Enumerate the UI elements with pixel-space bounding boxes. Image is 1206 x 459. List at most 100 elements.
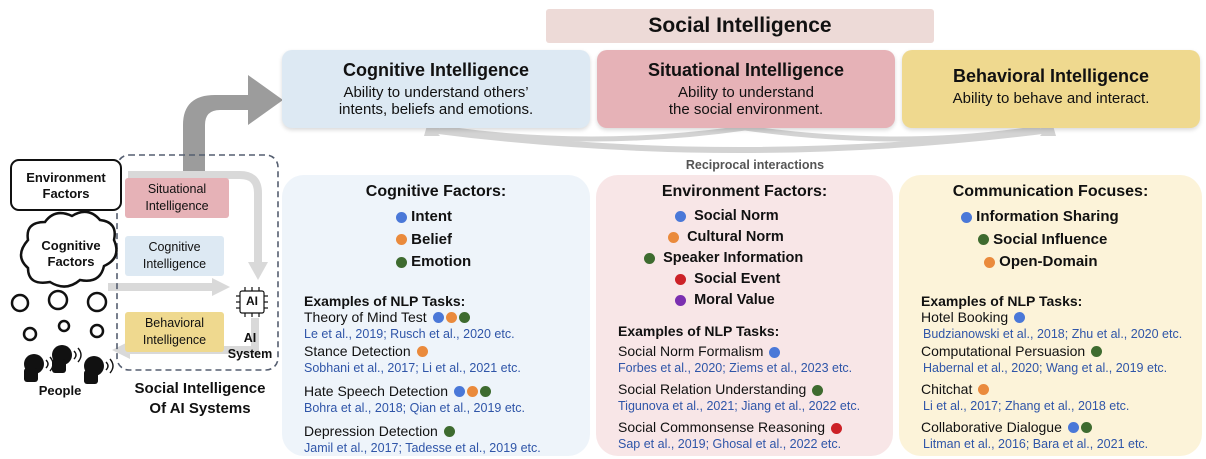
- factor-item: Social Influence: [976, 229, 1202, 252]
- examples-title: Examples of NLP Tasks:: [304, 292, 466, 309]
- module-behavioral: Behavioral Intelligence: [125, 312, 224, 352]
- task-citation: Forbes et al., 2020; Ziems et al., 2023 …: [618, 361, 853, 375]
- factor-item: Speaker Information: [642, 248, 893, 269]
- green-dot-icon: [1080, 422, 1092, 434]
- box-title: Behavioral Intelligence: [952, 66, 1150, 86]
- blue-dot-icon: [432, 312, 444, 324]
- examples-title: Examples of NLP Tasks:: [618, 323, 780, 339]
- factor-list: Social Norm Cultural Norm Speaker Inform…: [596, 206, 893, 311]
- task-citation: Tigunova et al., 2021; Jiang et al., 202…: [618, 399, 861, 413]
- green-dot-icon: [978, 234, 989, 246]
- page-title: Social Intelligence: [546, 9, 934, 43]
- orange-dot-icon: [396, 234, 407, 246]
- task-citation: Le et al., 2019; Rusch et al., 2020 etc.: [304, 326, 515, 341]
- task-citation: Sap et al., 2019; Ghosal et al., 2022 et…: [618, 437, 842, 451]
- panel-communication: Communication Focuses: Information Shari…: [899, 175, 1202, 456]
- factor-list: Intent Belief Emotion: [394, 206, 590, 274]
- flow-arrow-env: [128, 171, 262, 265]
- module-cognitive: Cognitive Intelligence: [125, 236, 224, 276]
- task-item: Hate Speech Detection: [304, 383, 590, 400]
- ai-system-label: AI System: [227, 331, 273, 361]
- box-desc: Ability to behave and interact.: [952, 90, 1150, 107]
- task-citation: Budzianowski et al., 2018; Zhu et al., 2…: [923, 326, 1183, 341]
- orange-dot-icon: [466, 386, 478, 398]
- task-item: Computational Persuasion: [921, 343, 1202, 360]
- red-dot-icon: [830, 422, 842, 434]
- panel-heading: Environment Factors:: [661, 183, 828, 200]
- examples-title: Examples of NLP Tasks:: [921, 292, 1083, 309]
- factor-item: Intent: [394, 206, 590, 229]
- panel-heading: Communication Focuses:: [952, 183, 1149, 200]
- reciprocal-arc-left: [439, 125, 746, 142]
- ai-chip-label: AI: [246, 294, 258, 308]
- task-item: Social Relation Understanding: [618, 381, 893, 398]
- task-item: Depression Detection: [304, 423, 590, 440]
- task-citation: Jamil et al., 2017; Tadesse et al., 2019…: [304, 440, 541, 455]
- green-dot-icon: [458, 312, 470, 324]
- factor-item: Cultural Norm: [666, 227, 893, 248]
- task-item: Hotel Booking: [921, 309, 1202, 326]
- task-citation: Litman et al., 2016; Bara et al., 2021 e…: [923, 436, 1149, 451]
- task-item: Collaborative Dialogue: [921, 419, 1202, 436]
- curved-arrow: [183, 75, 283, 172]
- box-title: Situational Intelligence: [647, 60, 845, 80]
- box-desc: intents, beliefs and emotions.: [338, 101, 534, 118]
- green-dot-icon: [396, 256, 407, 268]
- environment-factors-box: Environment Factors: [10, 159, 122, 211]
- task-citation: Bohra et al., 2018; Qian et al., 2019 et…: [304, 400, 525, 415]
- box-desc: Ability to understand: [678, 84, 814, 101]
- behavioral-intelligence-box: Behavioral Intelligence Ability to behav…: [902, 50, 1200, 128]
- factor-list: Information Sharing Social Influence Ope…: [899, 206, 1202, 274]
- task-item: Theory of Mind Test: [304, 309, 590, 326]
- task-citation: Li et al., 2017; Zhang et al., 2018 etc.: [923, 398, 1130, 413]
- situational-intelligence-box: Situational Intelligence Ability to unde…: [597, 50, 895, 128]
- factor-item: Social Norm: [673, 206, 893, 227]
- green-dot-icon: [1091, 346, 1103, 358]
- panel-environment: Environment Factors: Social Norm Cultura…: [596, 175, 893, 456]
- reciprocal-arc-outer: [429, 127, 1051, 153]
- ai-chip-icon: [236, 287, 268, 317]
- orange-dot-icon: [984, 256, 995, 268]
- factor-item: Open-Domain: [982, 251, 1202, 274]
- task-citation: Habernal et al., 2020; Wang et al., 2019…: [923, 360, 1168, 375]
- panel-cognitive: Cognitive Factors: Intent Belief Emotion…: [282, 175, 590, 456]
- blue-dot-icon: [1067, 422, 1079, 434]
- task-citation: Sobhani et al., 2017; Li et al., 2021 et…: [304, 360, 521, 375]
- orange-dot-icon: [445, 312, 457, 324]
- blue-dot-icon: [396, 211, 407, 223]
- factor-item: Information Sharing: [959, 206, 1202, 229]
- green-dot-icon: [443, 426, 455, 438]
- red-dot-icon: [675, 273, 686, 285]
- purple-dot-icon: [675, 294, 686, 306]
- orange-dot-icon: [978, 384, 990, 396]
- panel-heading: Cognitive Factors:: [365, 183, 507, 200]
- thought-bubble: [19, 210, 118, 288]
- box-desc: the social environment.: [668, 101, 824, 118]
- blue-dot-icon: [961, 211, 972, 223]
- factor-item: Belief: [394, 229, 590, 252]
- people-icon: [24, 345, 104, 384]
- factor-item: Social Event: [673, 269, 893, 290]
- cognitive-intelligence-box: Cognitive Intelligence Ability to unders…: [282, 50, 590, 128]
- reciprocal-arc-right: [744, 125, 1041, 142]
- environment-factors-label: Environment Factors: [26, 170, 106, 201]
- green-dot-icon: [644, 252, 655, 264]
- cognitive-factors-label: Cognitive Factors: [41, 238, 101, 269]
- box-desc: Ability to understand others’: [343, 84, 529, 101]
- people-label: People: [38, 383, 82, 398]
- blue-dot-icon: [1014, 312, 1026, 324]
- reciprocal-label: Reciprocal interactions: [685, 158, 825, 172]
- blue-dot-icon: [769, 346, 781, 358]
- caption-line2: Of AI Systems: [149, 400, 251, 417]
- box-title: Cognitive Intelligence: [342, 60, 530, 80]
- factor-item: Moral Value: [673, 290, 893, 311]
- green-dot-icon: [479, 386, 491, 398]
- ai-system-box: [116, 154, 279, 371]
- module-situational: Situational Intelligence: [125, 178, 229, 218]
- caption-line1: Social Intelligence: [134, 380, 266, 397]
- task-item: Social Norm Formalism: [618, 343, 893, 360]
- task-item: Chitchat: [921, 381, 1202, 398]
- factor-item: Emotion: [394, 251, 590, 274]
- blue-dot-icon: [675, 210, 686, 222]
- orange-dot-icon: [416, 346, 428, 358]
